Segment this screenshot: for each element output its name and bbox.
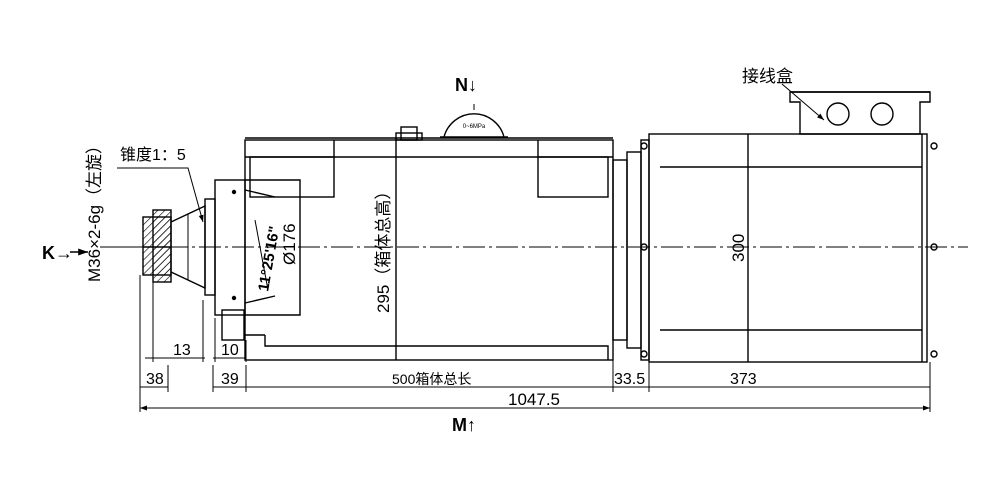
- junction-box: [781, 83, 931, 135]
- box-height-label: 295（箱体总高）: [374, 183, 393, 313]
- dim-33-5: 33.5: [614, 371, 645, 388]
- motor-height-label: 300: [729, 234, 748, 262]
- dim-row-lower: [139, 275, 931, 412]
- view-m-label: M↑: [452, 415, 476, 435]
- gauge-text: 0~6MPa: [463, 124, 486, 130]
- angle-leader: [254, 219, 269, 291]
- motor-body: [640, 133, 938, 363]
- spindle-nut: [142, 209, 172, 283]
- junction-box-label: 接线盒: [742, 67, 793, 86]
- dim-38: 38: [146, 371, 164, 388]
- dim-373: 373: [730, 371, 757, 388]
- dim-total-label: 1047.5: [508, 390, 560, 409]
- view-n-label: N↓: [455, 75, 477, 95]
- diameter-label: Ø176: [280, 223, 299, 265]
- dim-13-10: [145, 282, 247, 362]
- dim-13: 13: [173, 342, 191, 359]
- thread-label: M36×2-6g（左旋）: [85, 137, 104, 282]
- dim-10: 10: [221, 342, 239, 359]
- pressure-gauge: [440, 104, 508, 138]
- dim-39: 39: [221, 371, 239, 388]
- taper-leader: [117, 167, 204, 223]
- taper-label: 锥度1：5: [120, 146, 186, 164]
- dim-box-length: 500箱体总长: [392, 371, 471, 387]
- view-k-label: K→: [42, 243, 73, 263]
